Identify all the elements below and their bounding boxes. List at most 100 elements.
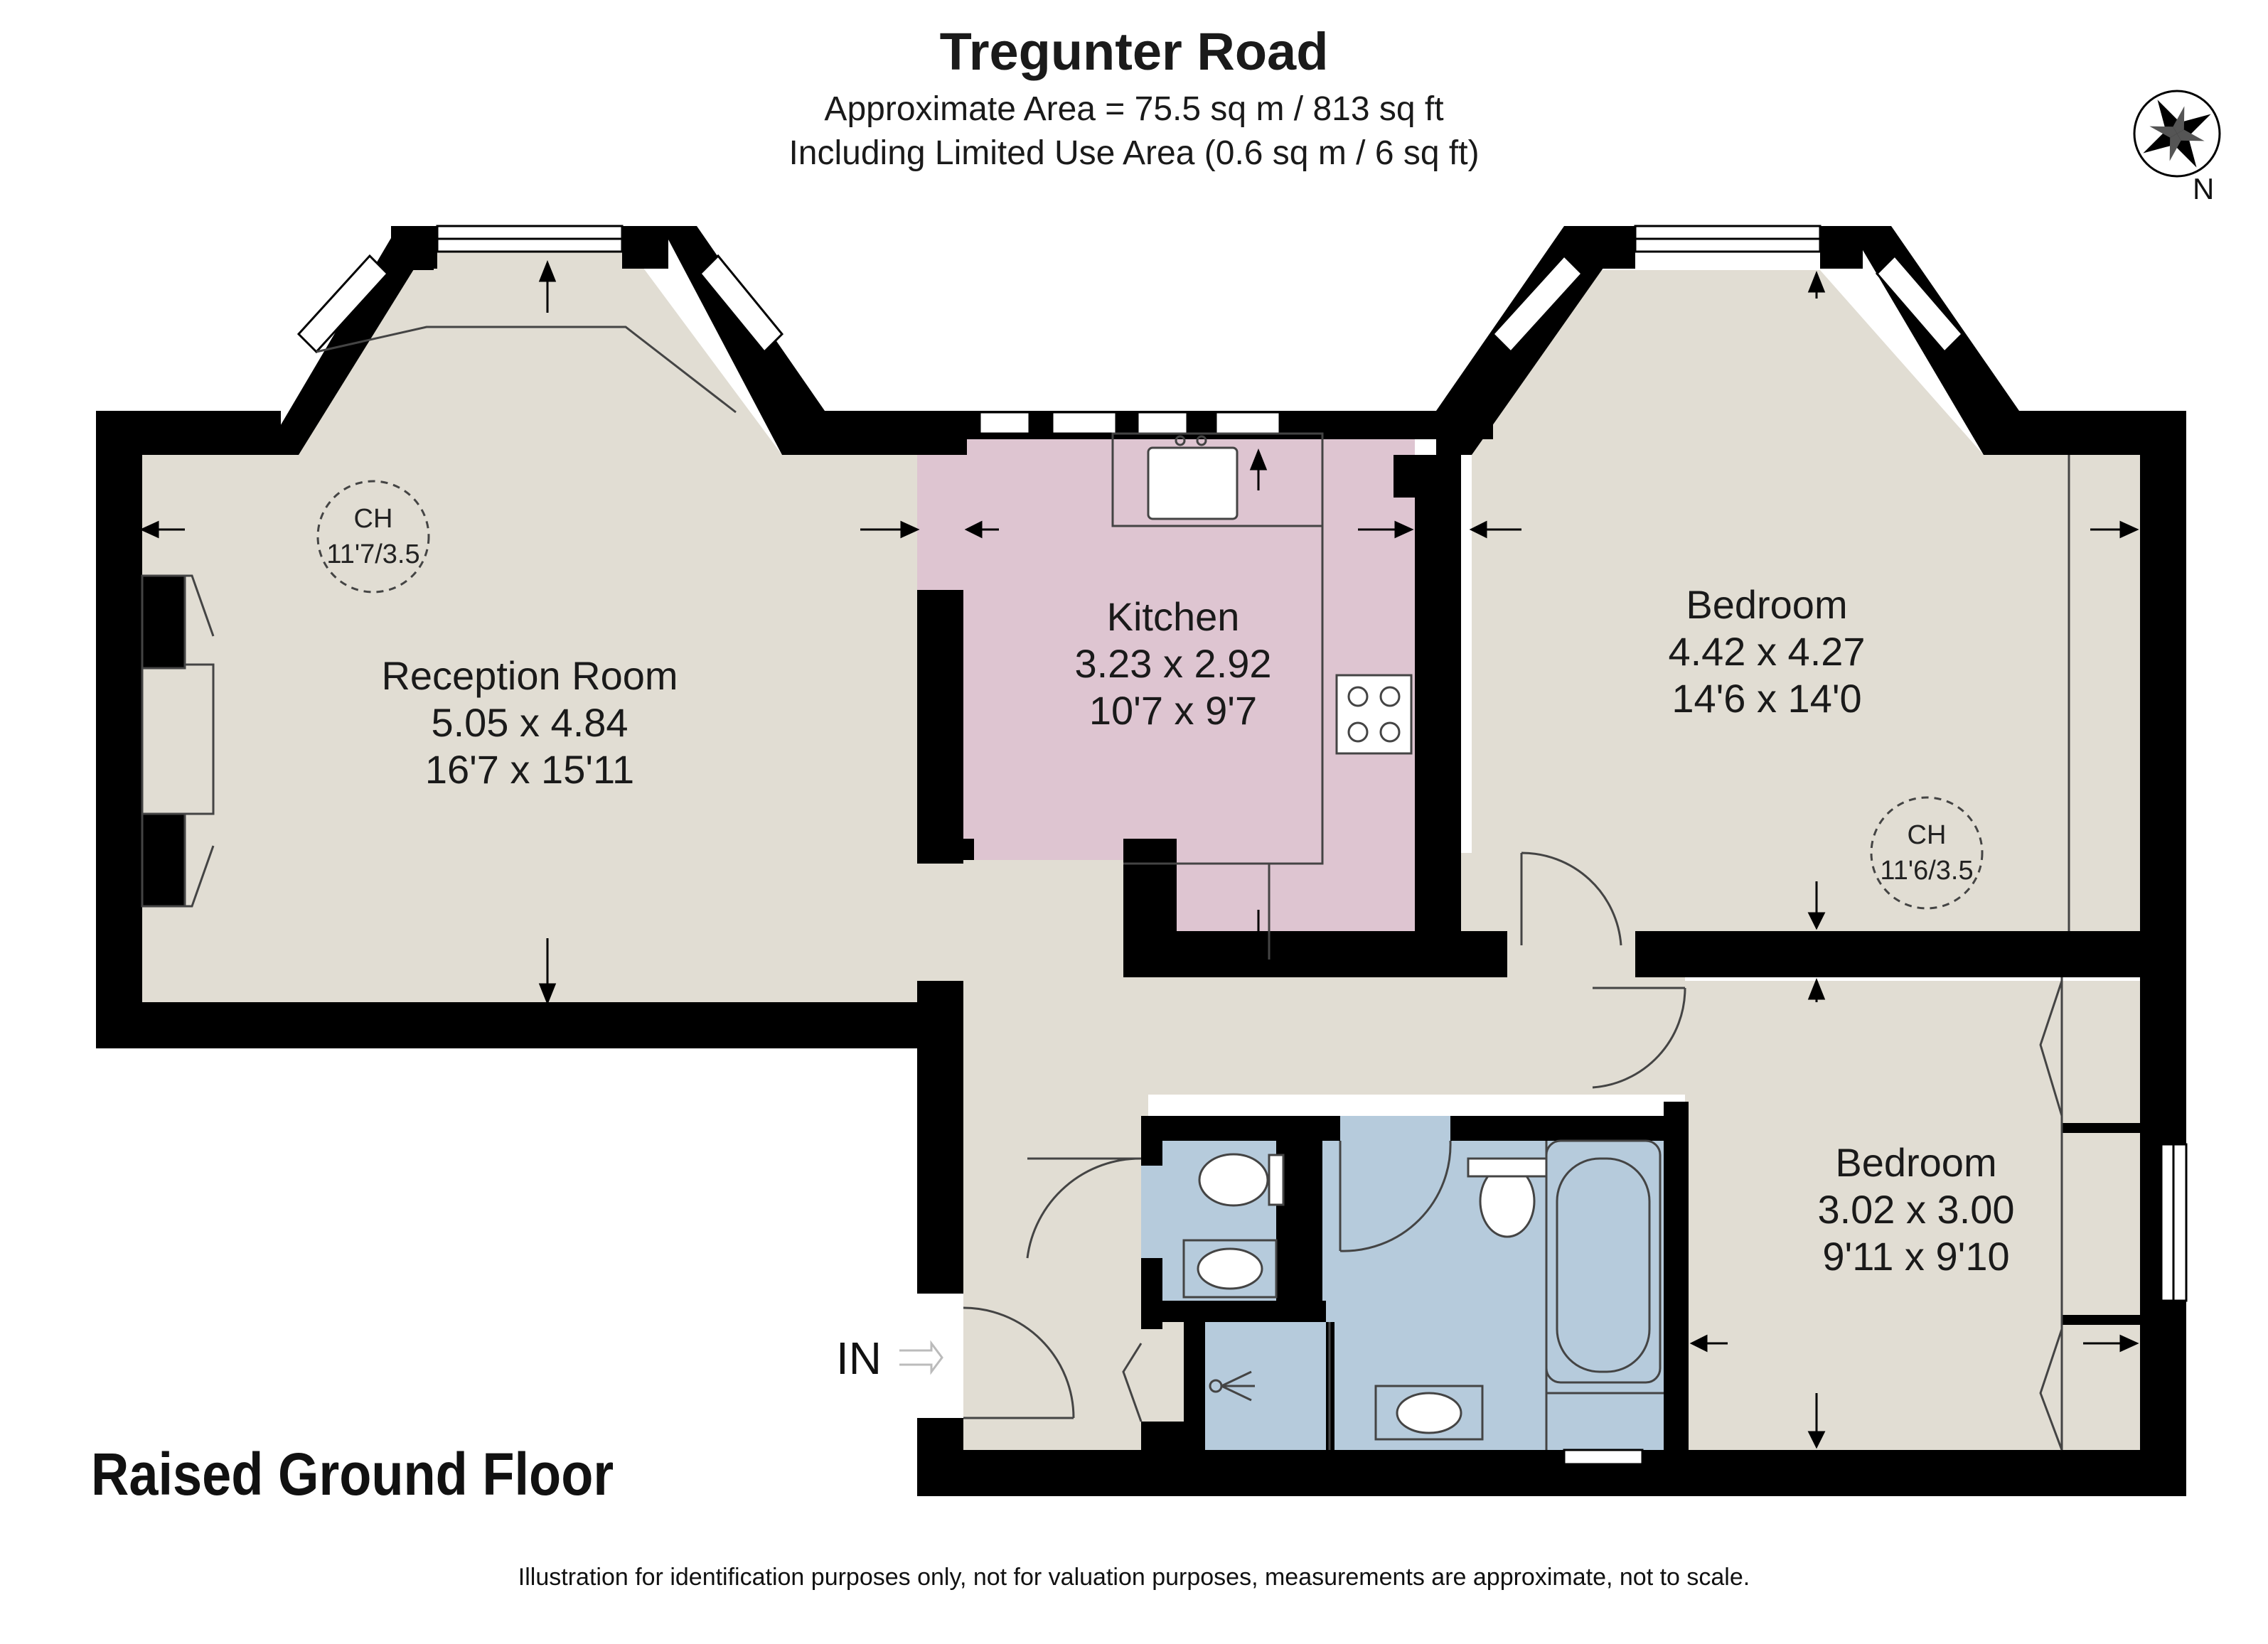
wall	[622, 226, 668, 269]
wall	[1184, 1322, 1205, 1457]
wall	[917, 1418, 963, 1496]
walls	[96, 226, 2186, 1496]
ceiling-label: CH	[1907, 820, 1947, 850]
ceiling-height-marker	[1870, 796, 1984, 910]
kitchen-worktop-edge	[1123, 526, 1324, 865]
window	[1051, 411, 1118, 435]
entrance-hall-floor	[963, 995, 1148, 1464]
fireplace	[141, 663, 215, 815]
chimney-breast	[141, 812, 186, 908]
hob	[1335, 674, 1413, 755]
wall	[1123, 839, 1177, 977]
kitchen-worktop	[1111, 432, 1324, 527]
wall	[1593, 226, 1635, 269]
bay-line	[316, 326, 737, 414]
bathroom-basin-bowl	[1396, 1392, 1462, 1434]
hob-ring	[1347, 721, 1369, 743]
bedroom-1-label: Bedroom 4.42 x 4.27 14'6 x 14'0	[1600, 581, 1934, 722]
wall	[1141, 1301, 1326, 1322]
ceiling-value: 11'7/3.5	[326, 539, 420, 569]
kitchen-sink	[1147, 446, 1239, 520]
wall	[917, 981, 963, 1294]
reception-ceiling-height: CH 11'7/3.5	[316, 501, 430, 572]
room-size-metric: 3.23 x 2.92	[1074, 641, 1272, 686]
door-entrance	[963, 1306, 1075, 1419]
wall	[1635, 931, 2186, 977]
fittings	[141, 326, 2070, 1451]
floor-label: Raised Ground Floor	[91, 1441, 614, 1508]
room-size-imperial: 9'11 x 9'10	[1822, 1234, 2010, 1279]
bath-inner	[1556, 1157, 1651, 1373]
room-size-imperial: 14'6 x 14'0	[1671, 676, 1862, 721]
door-hall-bedroom2	[1592, 987, 1686, 1089]
compass-north-label: N	[2193, 172, 2215, 205]
hob-ring	[1379, 721, 1401, 743]
room-size-imperial: 10'7 x 9'7	[1088, 688, 1258, 733]
door-wc	[1026, 1157, 1142, 1259]
room-name: Reception Room	[381, 653, 678, 698]
wall	[1450, 1116, 1678, 1141]
wc-toilet	[1198, 1153, 1269, 1207]
window	[1563, 1449, 1644, 1466]
kitchen-recess-floor	[917, 860, 1152, 960]
door-bathroom	[1339, 1140, 1452, 1252]
wall	[917, 1450, 2186, 1496]
wall	[96, 411, 142, 1048]
wall	[391, 226, 437, 269]
bedroom-1-ceiling-height: CH 11'6/3.5	[1870, 817, 1984, 888]
wall	[1664, 1102, 1689, 1464]
ceiling-value: 11'6/3.5	[1880, 856, 1974, 886]
bedroom-2-floor	[1685, 981, 2140, 1450]
wall	[917, 590, 963, 864]
compass-icon	[2133, 90, 2221, 178]
reception-room-label: Reception Room 5.05 x 4.84 16'7 x 15'11	[302, 652, 757, 793]
wall	[917, 839, 974, 860]
bedroom-1-floor	[1472, 270, 2140, 931]
window	[1136, 411, 1189, 435]
entrance-arrow	[899, 1340, 943, 1375]
door-cupboard	[1122, 1343, 1143, 1422]
area-summary: Approximate Area = 75.5 sq m / 813 sq ft	[824, 90, 1444, 128]
room-name: Bedroom	[1835, 1140, 1997, 1185]
wall	[1141, 1116, 1340, 1141]
windows	[296, 225, 2188, 1466]
cupboard-floor	[1127, 1322, 1184, 1436]
wall	[1141, 1137, 1162, 1166]
wall	[2062, 1315, 2140, 1325]
dimension-arrows	[139, 259, 2139, 1449]
room-size-metric: 4.42 x 4.27	[1668, 629, 1866, 674]
room-size-imperial: 16'7 x 15'11	[424, 747, 635, 792]
alcove-door	[142, 845, 215, 908]
wall	[1123, 931, 1507, 977]
window	[978, 411, 1031, 435]
window	[296, 254, 390, 354]
wall	[661, 226, 825, 455]
ceiling-height-marker	[316, 480, 430, 593]
wc-basin-bowl	[1197, 1247, 1263, 1290]
window	[1214, 411, 1281, 435]
wall	[1415, 455, 1461, 938]
bedroom-2-label: Bedroom 3.02 x 3.00 9'11 x 9'10	[1756, 1139, 2076, 1280]
door-kitchen-bedroom	[1520, 851, 1622, 946]
plan-title: Tregunter Road	[939, 22, 1329, 81]
room-size-metric: 3.02 x 3.00	[1817, 1187, 2015, 1232]
alcove-door	[142, 574, 215, 637]
ceiling-label: CH	[353, 504, 393, 534]
disclaimer: Illustration for identification purposes…	[518, 1564, 1750, 1591]
window	[1491, 254, 1584, 354]
wall	[263, 226, 427, 455]
entrance-label: IN	[836, 1333, 882, 1384]
window	[1875, 254, 1964, 354]
hob-ring	[1379, 686, 1401, 707]
wall	[96, 1002, 921, 1048]
wall	[96, 411, 281, 455]
hob-ring	[1347, 686, 1369, 707]
window	[698, 254, 784, 354]
kitchen-label: Kitchen 3.23 x 2.92 10'7 x 9'7	[1010, 593, 1337, 734]
limited-use-area: Including Limited Use Area (0.6 sq m / 6…	[788, 134, 1480, 172]
chimney-breast	[141, 574, 186, 670]
wall	[2062, 1123, 2140, 1133]
room-size-metric: 5.05 x 4.84	[431, 700, 628, 745]
room-name: Bedroom	[1686, 582, 1848, 627]
